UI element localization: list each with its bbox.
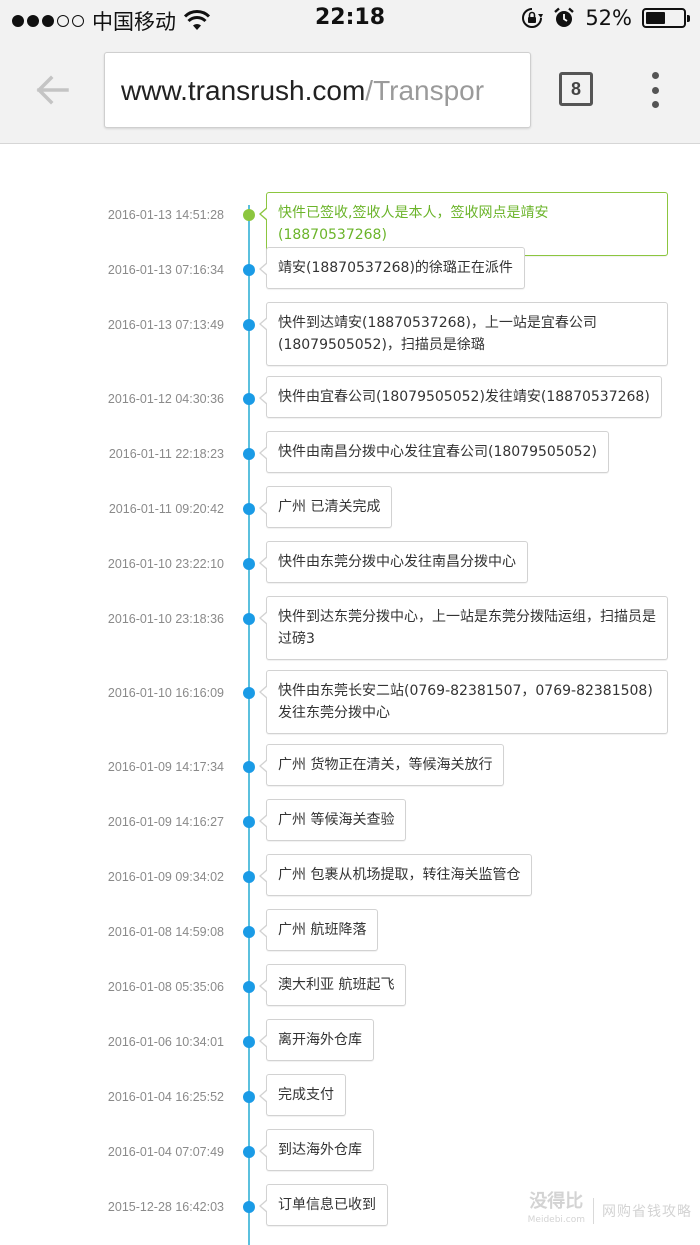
menu-dot-icon [651,101,659,108]
status-time: 22:18 [314,5,386,30]
timeline-dot [243,1201,255,1213]
signal-dot-icon [42,15,54,27]
timeline-dot [243,264,255,276]
timeline-date: 2016-01-12 04:30:36 [107,392,224,406]
timeline-dot [243,871,255,883]
timeline-date: 2016-01-04 16:25:52 [107,1090,224,1104]
timeline-dot [243,981,255,993]
timeline-event-box: 广州 包裹从机场提取，转往海关监管仓 [258,854,533,896]
timeline-date: 2016-01-13 07:13:49 [107,318,224,332]
browser-toolbar: www.transrush.com/Transpor 8 [0,40,700,144]
timeline-dot [243,761,255,773]
alarm-icon [554,7,575,27]
watermark-logo: 没得比 Meidebi.com [528,1193,585,1229]
tab-switcher-button[interactable]: 8 [559,72,593,106]
address-bar[interactable]: www.transrush.com/Transpor [104,52,531,128]
timeline-dot [243,1036,255,1048]
timeline-date: 2016-01-06 10:34:01 [107,1035,224,1049]
url-path: /Transpor [365,75,485,106]
timeline-event-box: 到达海外仓库 [259,1129,374,1171]
timeline-event-box: 快件到达靖安(18870537268)，上一站是宜春公司(18079505052… [259,302,668,366]
timeline-date: 2016-01-13 07:16:34 [107,263,224,277]
timeline-dot [243,319,255,331]
timeline-event-box: 快件由南昌分拨中心发往宜春公司(18079505052) [259,431,609,473]
watermark-site: Meidebi.com [527,1215,585,1225]
signal-dot-icon [12,15,24,27]
timeline-event-box: 快件已签收,签收人是本人，签收网点是靖安(18870537268) [259,192,668,256]
timeline-date: 2016-01-04 07:07:49 [107,1145,224,1159]
timeline-date: 2015-12-28 16:42:03 [107,1200,224,1214]
timeline-date: 2016-01-10 23:22:10 [107,557,224,571]
battery-percentage: 52% [585,6,632,30]
timeline-event-box: 快件到达东莞分拨中心，上一站是东莞分拨陆运组，扫描员是过磅3 [259,596,668,660]
wifi-icon [184,10,210,30]
timeline-event-box: 快件由宜春公司(18079505052)发往靖安(18870537268) [259,376,662,418]
watermark-slogan: 网购省钱攻略 [602,1204,692,1220]
url-text: www.transrush.com/Transpor [121,75,484,107]
timeline-event-box: 广州 等候海关查验 [258,799,407,841]
timeline-date: 2016-01-09 14:16:27 [107,815,224,829]
timeline-dot [243,503,255,515]
watermark-logo-text: 没得比 [529,1191,584,1212]
timeline-event-box: 澳大利亚 航班起飞 [258,964,407,1006]
timeline-date: 2016-01-11 09:20:42 [108,502,224,516]
tracking-timeline: 2016-01-13 14:51:28 快件已签收,签收人是本人，签收网点是靖安(… [0,160,700,1245]
watermark: 没得比 Meidebi.com 网购省钱攻略 [528,1193,692,1229]
timeline-line [248,205,250,1245]
timeline-dot [243,558,255,570]
timeline-dot [243,1146,255,1158]
timeline-event-box: 快件由东莞分拨中心发往南昌分拨中心 [259,541,528,583]
timeline-dot [243,1091,255,1103]
timeline-event-box: 订单信息已收到 [259,1184,388,1226]
timeline-date: 2016-01-08 14:59:08 [107,925,224,939]
status-right: 52% [521,6,690,30]
rotation-lock-icon [522,8,544,28]
signal-strength-icon [12,15,84,27]
timeline-dot [243,209,255,221]
timeline-date: 2016-01-10 16:16:09 [107,686,224,700]
watermark-divider [593,1198,594,1224]
timeline-dot [243,687,255,699]
timeline-dot [243,393,255,405]
timeline-date: 2016-01-13 14:51:28 [107,208,224,222]
timeline-event-box: 广州 货物正在清关，等候海关放行 [258,744,505,786]
timeline-dot [243,613,255,625]
battery-fill [646,12,665,24]
timeline-dot [243,816,255,828]
menu-dot-icon [651,72,659,79]
battery-icon [642,8,690,28]
status-left: 中国移动 [12,6,210,36]
timeline-event-box: 广州 航班降落 [258,909,379,951]
arrow-left-icon [36,75,69,105]
signal-dot-icon [27,15,39,27]
overflow-menu-button[interactable] [640,70,670,110]
signal-dot-icon [72,15,84,27]
signal-dot-icon [57,15,69,27]
timeline-event-box: 离开海外仓库 [259,1019,374,1061]
timeline-dot [243,448,255,460]
timeline-date: 2016-01-10 23:18:36 [107,612,224,626]
timeline-event-box: 完成支付 [259,1074,346,1116]
timeline-dot [243,926,255,938]
timeline-event-box: 广州 已清关完成 [258,486,393,528]
timeline-date: 2016-01-09 09:34:02 [107,870,224,884]
carrier-name: 中国移动 [92,10,176,34]
timeline-event-box: 靖安(18870537268)的徐璐正在派件 [259,247,525,289]
timeline-event-box: 快件由东莞长安二站(0769-82381507，0769-82381508)发往… [259,670,668,734]
timeline-date: 2016-01-11 22:18:23 [108,447,224,461]
timeline-date: 2016-01-08 05:35:06 [107,980,224,994]
status-bar: 中国移动 22:18 52% [0,0,700,40]
timeline-date: 2016-01-09 14:17:34 [107,760,224,774]
url-host: www.transrush.com [121,75,366,106]
menu-dot-icon [651,86,659,94]
back-button[interactable] [30,68,74,112]
